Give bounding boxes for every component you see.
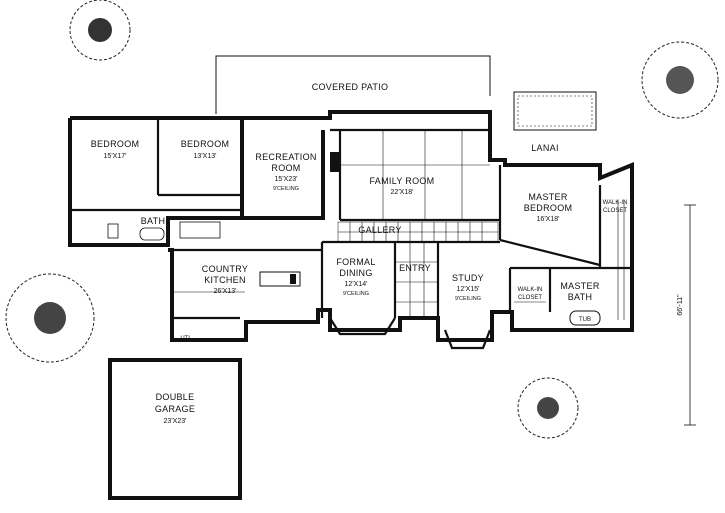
- label-country-kitchen-2: KITCHEN: [204, 275, 246, 285]
- lanai: [513, 91, 597, 131]
- family-room-glass-grid: [340, 130, 490, 220]
- label-overall-dimension: 66'-11": [677, 294, 684, 316]
- label-bath: BATH: [141, 216, 166, 226]
- gallery-floor-pattern: [337, 221, 499, 243]
- exterior-walls: [68, 110, 634, 342]
- label-covered-patio: COVERED PATIO: [312, 82, 389, 92]
- dims-family-room: 22'X18': [391, 189, 414, 196]
- covered-patio: [215, 55, 491, 114]
- label-lanai: LANAI: [531, 143, 559, 153]
- label-double-garage-1: DOUBLE: [156, 392, 195, 402]
- dims-formal-dining: 12'X14': [345, 281, 368, 288]
- label-tub: TUB: [579, 317, 591, 323]
- dims-recreation-room: 15'X23': [275, 176, 298, 183]
- dims-country-kitchen: 26'X13': [214, 288, 237, 295]
- label-walk-in-closet-1b: CLOSET: [603, 208, 627, 214]
- label-formal-dining-2: DINING: [339, 268, 372, 278]
- label-master-bath-1: MASTER: [560, 281, 600, 291]
- master-tub: [569, 310, 601, 326]
- dimension-line: [684, 204, 696, 426]
- note-recreation-room: 9'CEILING: [273, 186, 299, 192]
- kitchen-counters: [172, 271, 301, 293]
- entry-floor-pattern: [395, 242, 438, 318]
- dims-bedroom-2: 13'X13': [194, 153, 217, 160]
- label-gallery: GALLERY: [358, 225, 401, 235]
- tree-left: [5, 273, 95, 363]
- dining-bay-window: [329, 317, 396, 336]
- closet-shelving: [514, 200, 625, 320]
- label-double-garage-2: GARAGE: [155, 404, 195, 414]
- dims-study: 12'X15': [457, 286, 480, 293]
- tree-top-left: [69, 0, 131, 61]
- label-bedroom-2: BEDROOM: [181, 139, 230, 149]
- label-master-bedroom-1: MASTER: [528, 192, 568, 202]
- interior-walls: [70, 118, 632, 320]
- note-formal-dining: 9'CEILING: [343, 291, 369, 297]
- tree-top-right: [641, 41, 719, 119]
- label-master-bedroom-2: BEDROOM: [524, 203, 573, 213]
- label-entry: ENTRY: [399, 263, 431, 273]
- label-walk-in-closet-2a: WALK-IN: [518, 287, 543, 293]
- dims-bedroom-1: 15'X17': [104, 153, 127, 160]
- dims-master-bedroom: 16'X18': [537, 216, 560, 223]
- study-bay-window: [443, 329, 492, 350]
- label-utility: UTL: [180, 336, 192, 342]
- label-recreation-room-2: ROOM: [271, 163, 300, 173]
- label-recreation-room-1: RECREATION: [255, 152, 316, 162]
- label-bedroom-1: BEDROOM: [91, 139, 140, 149]
- label-formal-dining-1: FORMAL: [336, 257, 375, 267]
- note-study: 9'CEILING: [455, 296, 481, 302]
- double-garage: [108, 358, 242, 500]
- bath-fixtures: [107, 221, 221, 241]
- label-study: STUDY: [452, 273, 484, 283]
- dims-double-garage: 23'X23': [164, 418, 187, 425]
- label-walk-in-closet-2b: CLOSET: [518, 295, 542, 301]
- label-walk-in-closet-1a: WALK-IN: [603, 200, 628, 206]
- label-country-kitchen-1: COUNTRY: [202, 264, 248, 274]
- tree-bottom-right: [517, 377, 579, 439]
- label-master-bath-2: BATH: [568, 292, 593, 302]
- fireplace: [330, 152, 340, 172]
- label-family-room: FAMILY ROOM: [370, 176, 435, 186]
